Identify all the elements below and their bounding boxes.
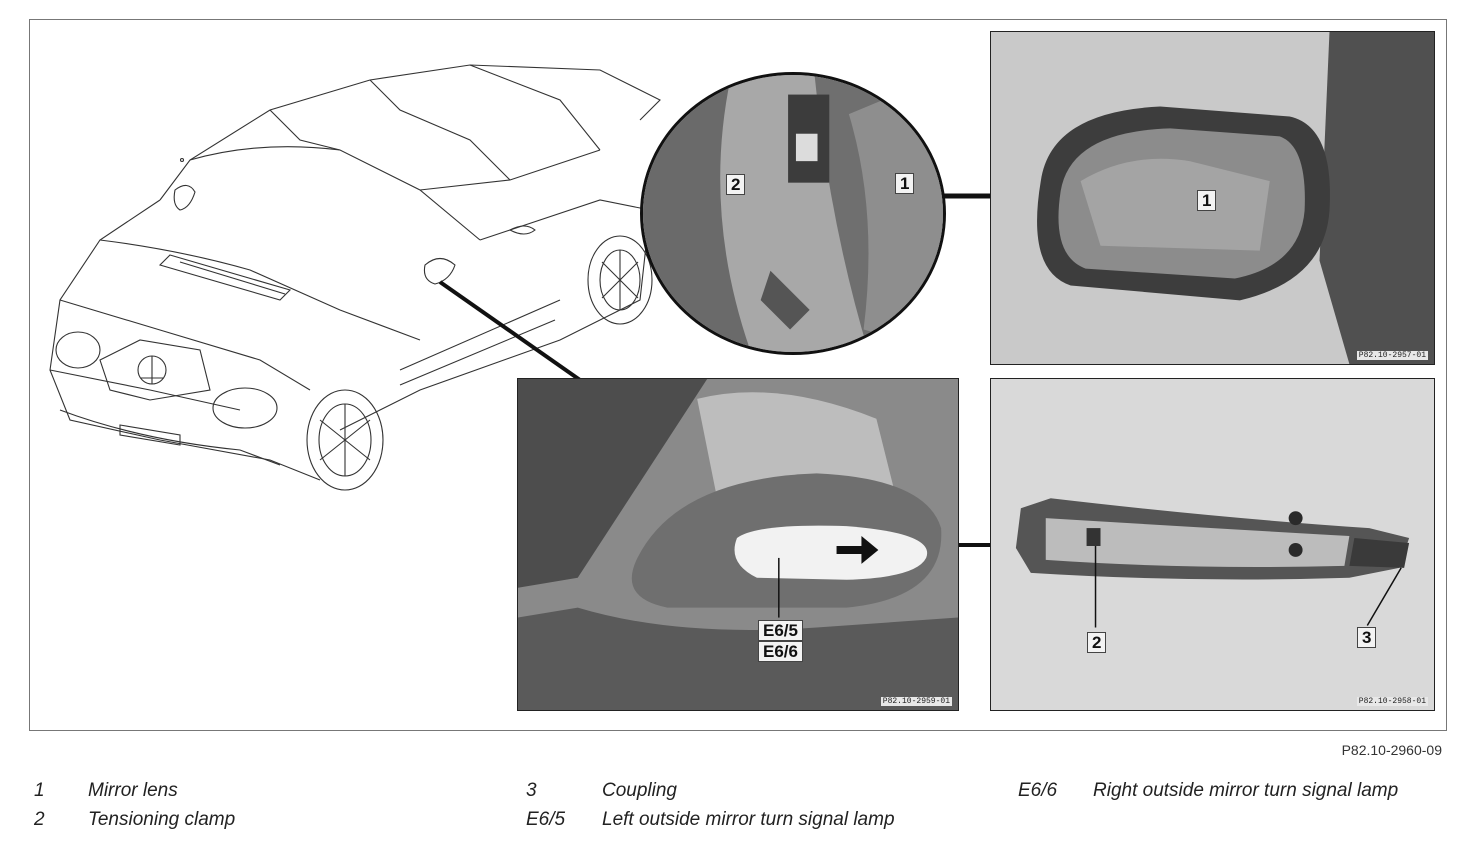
legend-item: E6/6 Right outside mirror turn signal la…: [1018, 776, 1398, 805]
figure-reference: P82.10-2960-09: [1341, 742, 1442, 758]
mirror-clamp-zoom: 2 1: [640, 72, 946, 355]
callout-lamp-e6-6: E6/6: [758, 641, 803, 662]
legend-item: 2 Tensioning clamp: [34, 805, 235, 834]
mirror-photo: 1 P82.10-2957-01: [990, 31, 1435, 365]
legend-item: 3 Coupling: [526, 776, 895, 805]
photo-ref-mirror: P82.10-2957-01: [1356, 351, 1428, 360]
legend-number: 2: [34, 808, 45, 830]
turn-signal-lamp-photo: E6/5 E6/6 P82.10-2959-01: [517, 378, 959, 711]
legend-item: E6/5 Left outside mirror turn signal lam…: [526, 805, 895, 834]
callout-circle-mirror-lens: 1: [895, 173, 915, 194]
callout-mirror-lens: 1: [1197, 190, 1217, 211]
legend-label: Mirror lens: [88, 779, 178, 801]
legend-number: E6/6: [1018, 779, 1058, 801]
legend-label: Left outside mirror turn signal lamp: [602, 808, 895, 830]
photo-ref-part: P82.10-2958-01: [1356, 697, 1428, 706]
legend-item: 1 Mirror lens: [34, 776, 235, 805]
legend-number: E6/5: [526, 808, 566, 830]
photo-ref-lamp: P82.10-2959-01: [880, 697, 952, 706]
legend-column-2: 3 Coupling E6/5 Left outside mirror turn…: [526, 776, 895, 834]
callout-part-tensioning-clamp: 2: [1087, 632, 1107, 653]
callout-lamp-e6-5: E6/5: [758, 620, 803, 641]
legend-column-1: 1 Mirror lens 2 Tensioning clamp: [34, 776, 235, 834]
legend-column-3: E6/6 Right outside mirror turn signal la…: [1018, 776, 1398, 805]
legend-label: Right outside mirror turn signal lamp: [1093, 779, 1399, 801]
turn-signal-part-photo: 2 3 P82.10-2958-01: [990, 378, 1435, 711]
legend-label: Tensioning clamp: [88, 808, 236, 830]
legend-number: 3: [526, 779, 537, 801]
callout-circle-tensioning-clamp: 2: [726, 174, 746, 195]
legend-label: Coupling: [602, 779, 677, 801]
callout-part-coupling: 3: [1357, 627, 1377, 648]
legend-number: 1: [34, 779, 45, 801]
